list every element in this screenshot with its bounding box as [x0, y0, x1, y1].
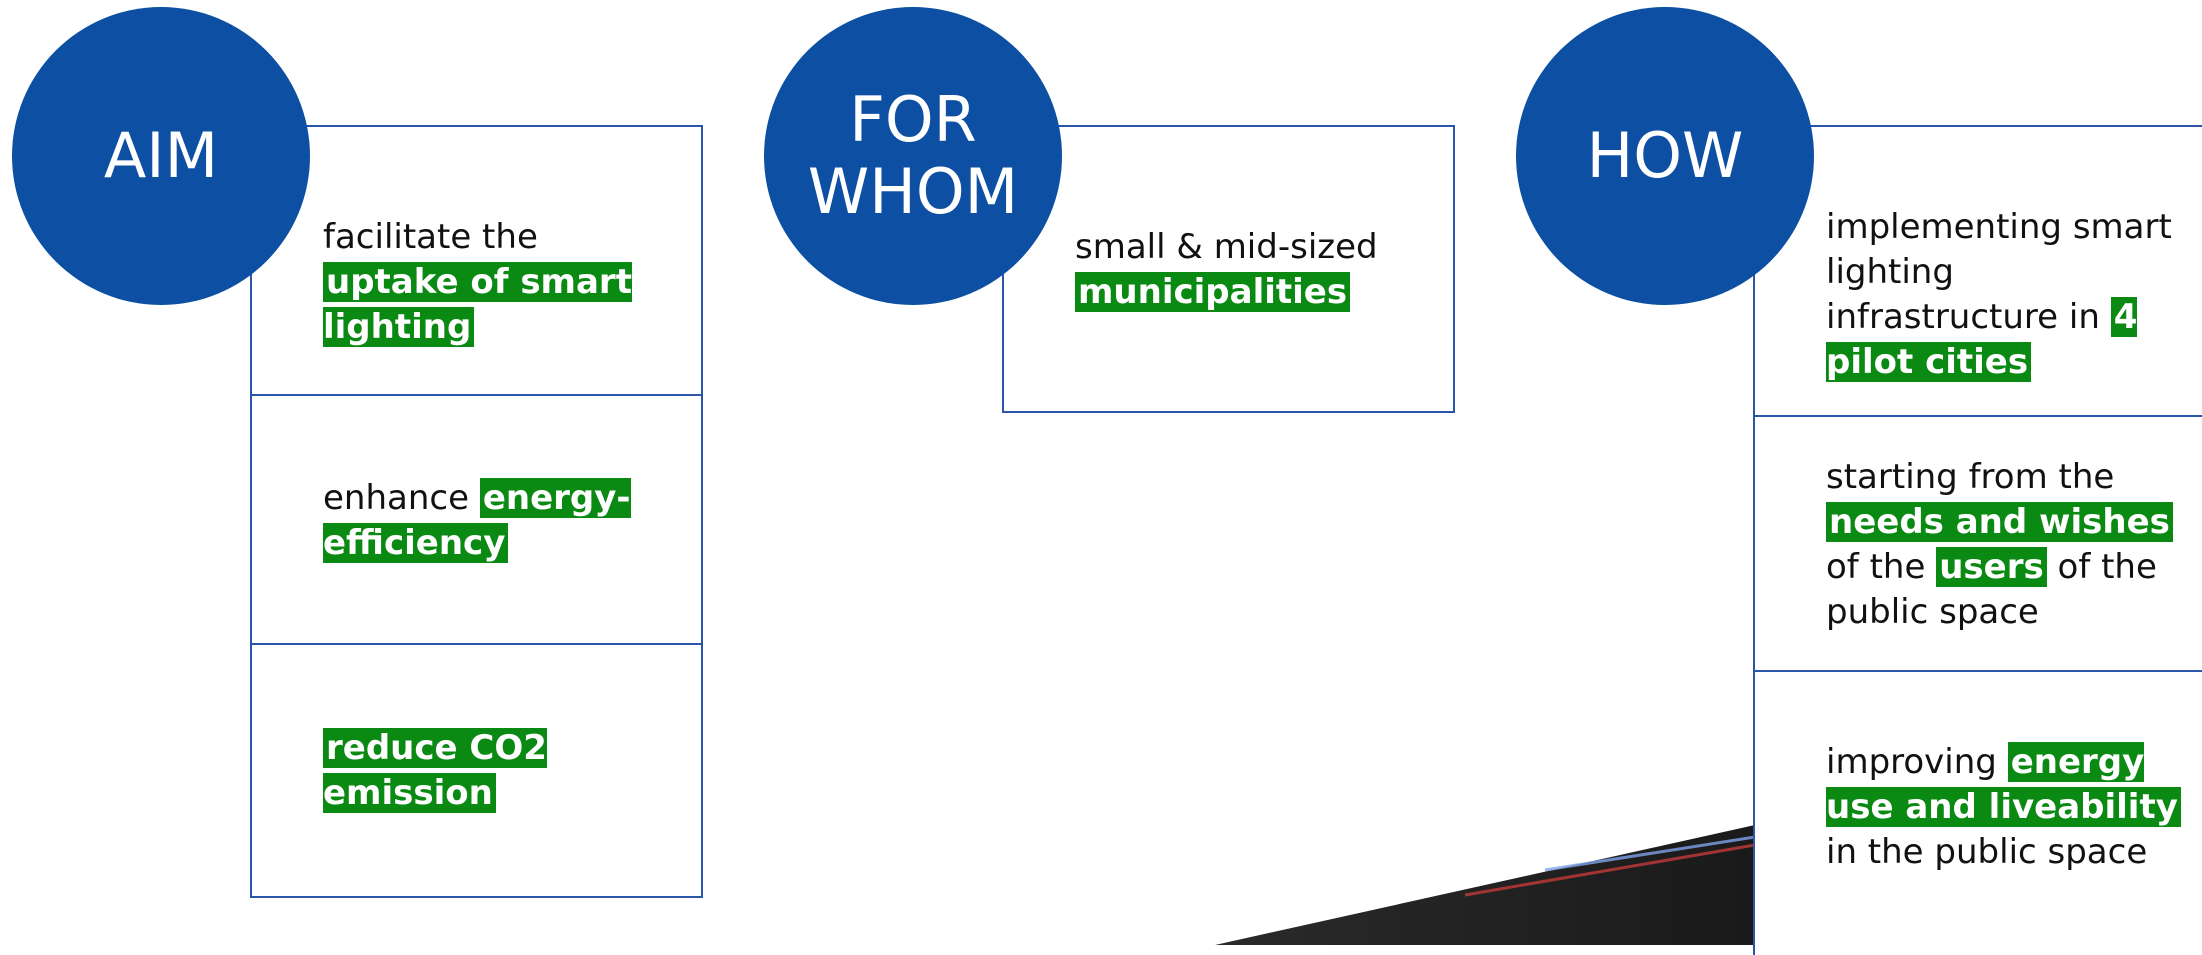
- for-whom-item-1: small & mid-sized municipalities: [1075, 225, 1415, 315]
- how-heading: HOW: [1587, 120, 1744, 192]
- how-item-2-highlight-2: users: [1936, 547, 2047, 587]
- for-whom-heading-line1: FOR: [849, 84, 977, 156]
- aim-divider-1: [250, 394, 703, 396]
- aim-item-2: enhance energy-efficiency: [323, 476, 653, 566]
- street-night-photo: [1215, 825, 1755, 945]
- aim-item-1: facilitate the uptake of smart lighting: [323, 215, 673, 350]
- how-circle: HOW: [1516, 7, 1814, 305]
- aim-circle: AIM: [12, 7, 310, 305]
- aim-item-3-highlight: reduce CO2 emission: [323, 728, 547, 813]
- aim-divider-2: [250, 643, 703, 645]
- for-whom-circle: FOR WHOM: [764, 7, 1062, 305]
- how-item-2-highlight: needs and wishes: [1826, 502, 2173, 542]
- how-item-1: implementing smart lighting infrastructu…: [1826, 205, 2191, 385]
- aim-heading: AIM: [104, 120, 218, 192]
- aim-item-1-highlight: uptake of smart lighting: [323, 262, 632, 347]
- aim-item-3: reduce CO2 emission: [323, 726, 573, 816]
- for-whom-item-1-highlight: municipalities: [1075, 272, 1350, 312]
- how-item-2: starting from the needs and wishes of th…: [1826, 455, 2196, 635]
- how-item-3: improving energy use and liveability in …: [1826, 740, 2196, 875]
- for-whom-heading-line2: WHOM: [808, 156, 1018, 228]
